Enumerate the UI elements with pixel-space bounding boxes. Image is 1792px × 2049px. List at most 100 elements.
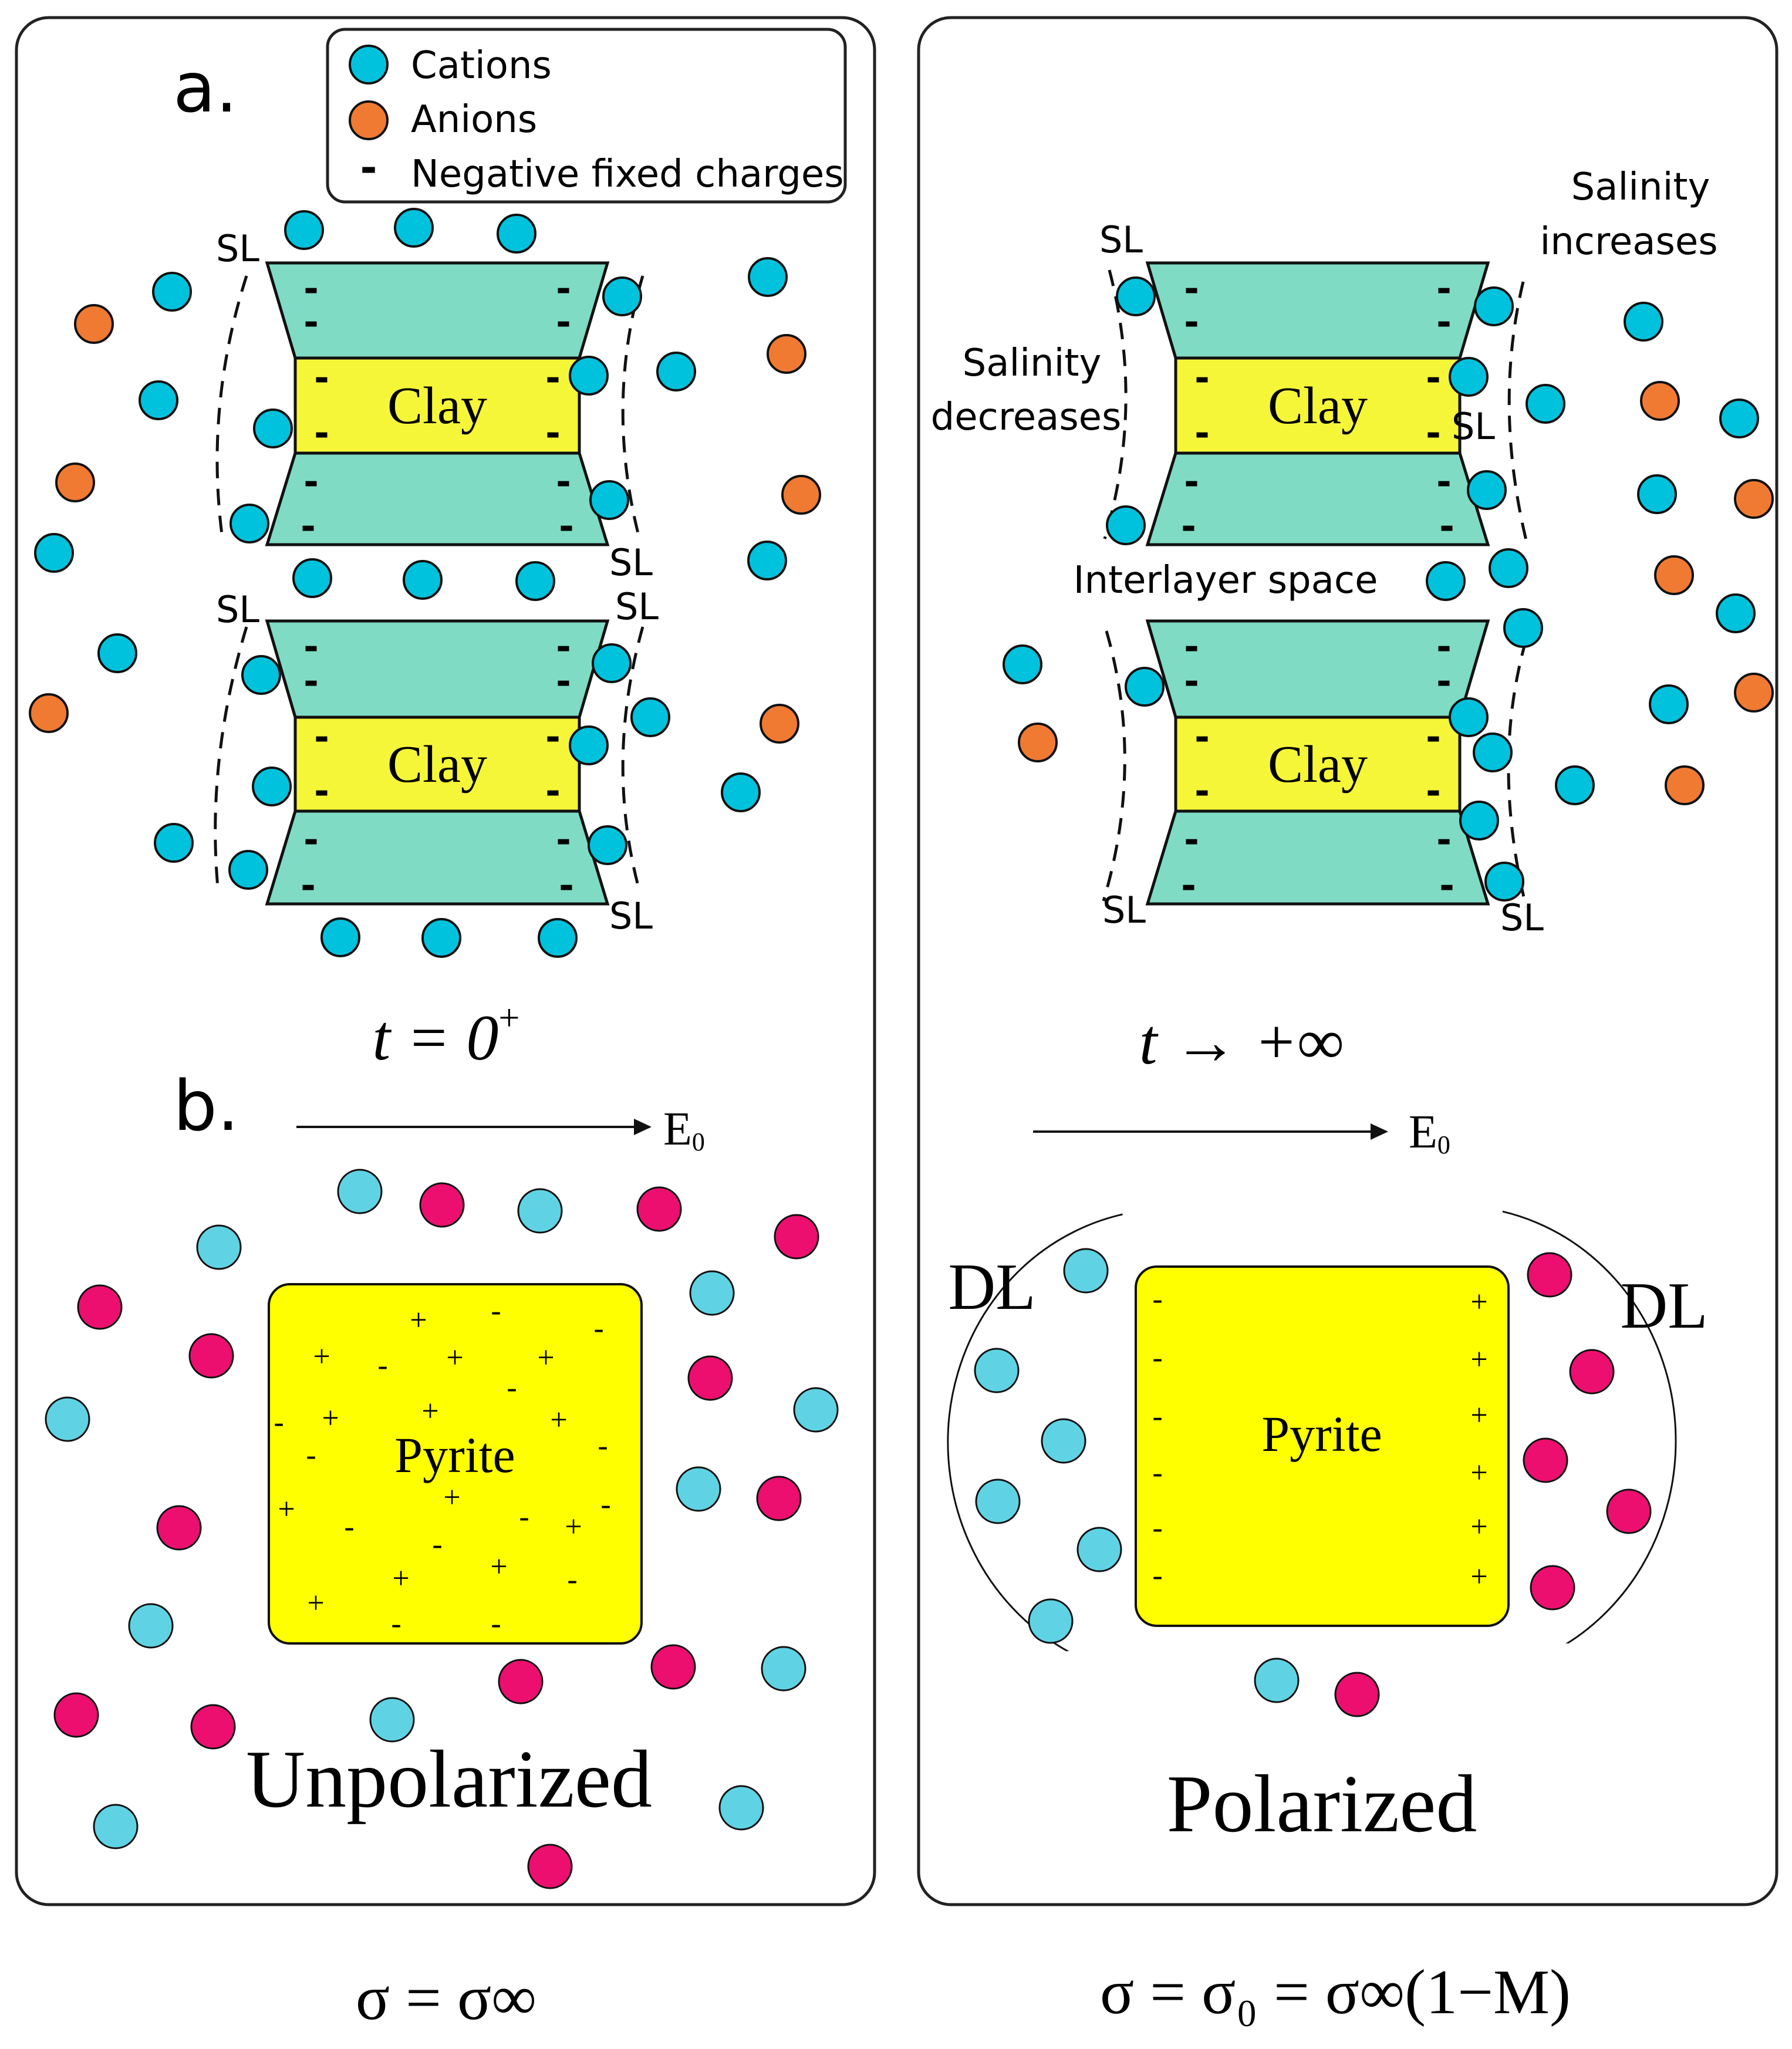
fixed-charge: - xyxy=(1436,625,1452,668)
fixed-charge: - xyxy=(303,301,319,343)
fixed-charge: - xyxy=(545,769,561,812)
cation-b xyxy=(793,1387,839,1433)
anion-b xyxy=(498,1659,544,1704)
cation xyxy=(592,643,632,683)
fixed-charge: - xyxy=(314,715,329,758)
fixed-charge: - xyxy=(545,356,561,399)
field-left-label: E0 xyxy=(663,1103,705,1156)
negative-charge: - xyxy=(274,1406,284,1439)
cation xyxy=(1649,684,1689,724)
positive-charge: + xyxy=(1470,1456,1487,1490)
positive-charge: + xyxy=(537,1341,554,1375)
pyrite-polarized-label: Pyrite xyxy=(1261,1406,1382,1462)
fixed-charge: - xyxy=(1426,769,1441,812)
cation xyxy=(1474,286,1514,326)
cation xyxy=(1116,276,1156,316)
fixed-charge: - xyxy=(1436,818,1452,861)
clay-label: Clay xyxy=(387,735,487,794)
cation xyxy=(1719,399,1759,438)
cation xyxy=(748,257,788,297)
positive-charge: + xyxy=(307,1586,324,1620)
positive-charge: + xyxy=(313,1340,330,1373)
anion-b xyxy=(1334,1672,1380,1717)
anion-b xyxy=(636,1186,682,1232)
positive-charge: + xyxy=(1470,1343,1487,1376)
cation xyxy=(747,541,787,580)
cation xyxy=(139,380,178,420)
slipping-line-4 xyxy=(621,626,644,893)
anion-b xyxy=(1606,1488,1652,1534)
pyrite-unpolarized-label: Pyrite xyxy=(394,1427,515,1483)
negative-charge: - xyxy=(1152,1511,1162,1545)
cation xyxy=(34,533,74,573)
anion xyxy=(767,334,806,374)
cation-b xyxy=(1041,1418,1086,1464)
cation xyxy=(1003,644,1042,684)
positive-charge: + xyxy=(392,1562,409,1595)
salinity-decreases-line1: Salinity xyxy=(963,342,1102,385)
fixed-charge: - xyxy=(1426,411,1441,454)
fixed-charge: - xyxy=(303,625,319,668)
anion xyxy=(55,463,95,502)
cation xyxy=(1526,384,1565,424)
sl-label-4: SL xyxy=(615,585,659,628)
cation xyxy=(253,409,293,448)
dl-ellipse-left xyxy=(947,1208,1153,1661)
negative-charge: - xyxy=(567,1563,577,1596)
negative-charge: - xyxy=(1152,1341,1162,1375)
cation-b xyxy=(196,1224,242,1270)
salinity-increases-line1: Salinity xyxy=(1571,166,1710,209)
anion xyxy=(1654,555,1694,595)
cation xyxy=(284,210,324,250)
positive-charge: + xyxy=(278,1493,295,1526)
cation xyxy=(497,214,536,254)
negative-charge: - xyxy=(491,1607,501,1640)
anion xyxy=(74,304,114,344)
positive-charge: + xyxy=(1470,1560,1487,1594)
polarized-label: Polarized xyxy=(1167,1758,1477,1849)
cation xyxy=(421,918,461,958)
clay-particle-2: Clay------------ xyxy=(265,619,610,907)
equation-right: σ = σ₀ = σ∞(1−M) xyxy=(1100,1957,1571,2027)
cation xyxy=(1716,593,1756,633)
sl-label-5: SL xyxy=(609,894,653,937)
cation xyxy=(602,276,642,316)
legend-anion-icon xyxy=(349,100,389,140)
anion xyxy=(1734,673,1774,713)
anion-b xyxy=(527,1844,573,1889)
anion xyxy=(1665,765,1705,805)
cation xyxy=(241,655,281,695)
cation-b xyxy=(369,1697,415,1743)
clay-octahedral-core xyxy=(1174,715,1462,813)
clay-particle-4: Clay------------ xyxy=(1145,619,1490,907)
cation xyxy=(721,772,761,812)
fixed-charge: - xyxy=(1194,411,1210,454)
fixed-charge: - xyxy=(1184,625,1199,668)
sl-label-3: SL xyxy=(216,588,259,631)
negative-charge: - xyxy=(593,1312,603,1345)
cation xyxy=(1426,561,1466,601)
legend-cations-label: Cations xyxy=(411,44,552,87)
cation xyxy=(515,561,555,601)
cation-b xyxy=(128,1603,174,1649)
anion-b xyxy=(77,1284,123,1330)
fixed-charge: - xyxy=(556,625,571,668)
pyrite-unpolarized xyxy=(268,1283,643,1645)
fixed-charge: - xyxy=(314,356,329,399)
cation-b xyxy=(689,1270,735,1316)
negative-charge: - xyxy=(1152,1559,1162,1592)
clay-label: Clay xyxy=(1268,735,1368,794)
legend-cation-icon xyxy=(349,45,389,85)
cation xyxy=(1503,608,1543,648)
cation xyxy=(228,850,268,890)
fixed-charge: - xyxy=(1181,505,1196,548)
anion-b xyxy=(419,1182,465,1228)
unpolarized-label: Unpolarized xyxy=(246,1734,652,1825)
positive-charge: + xyxy=(421,1395,438,1428)
negative-charge: - xyxy=(519,1500,529,1534)
pyrite-polarized xyxy=(1135,1265,1510,1627)
positive-charge: + xyxy=(322,1402,339,1435)
anion-b xyxy=(156,1505,202,1551)
